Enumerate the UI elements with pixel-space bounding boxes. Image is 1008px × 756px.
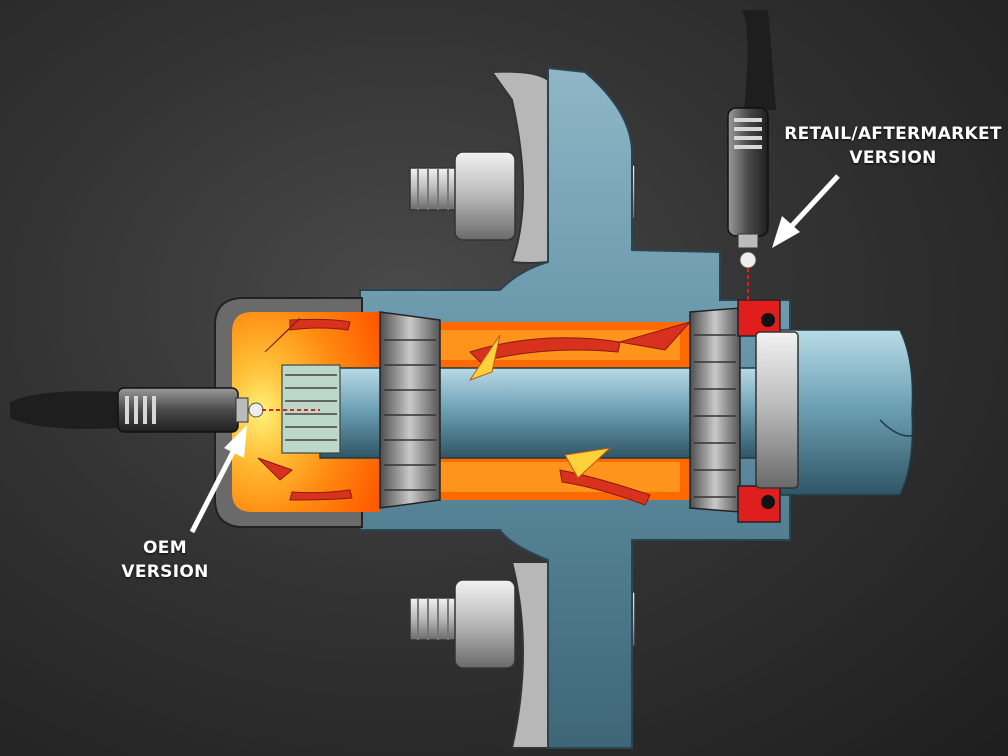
wheel-flange-top (490, 70, 549, 264)
outer-bearing (689, 307, 741, 513)
inner-bearing (379, 311, 441, 509)
retail-label-line2: VERSION (849, 148, 937, 168)
heat-flow-arrows (257, 317, 692, 506)
retail-aftermarket-version-label: RETAIL/AFTERMARKET VERSION (778, 122, 1008, 170)
oem-pointer-arrow (189, 425, 247, 534)
axle-collar (755, 331, 799, 489)
aftermarket-sensor (727, 10, 776, 320)
oem-sensor (10, 387, 320, 433)
retail-pointer-arrow (772, 174, 840, 248)
oem-label-line1: OEM (143, 538, 187, 558)
wheel-flange-bottom (510, 561, 549, 749)
axle-stub (779, 329, 914, 496)
retail-label-line1: RETAIL/AFTERMARKET (784, 124, 1002, 144)
oem-label-line2: VERSION (121, 562, 209, 582)
oem-version-label: OEM VERSION (100, 536, 230, 584)
